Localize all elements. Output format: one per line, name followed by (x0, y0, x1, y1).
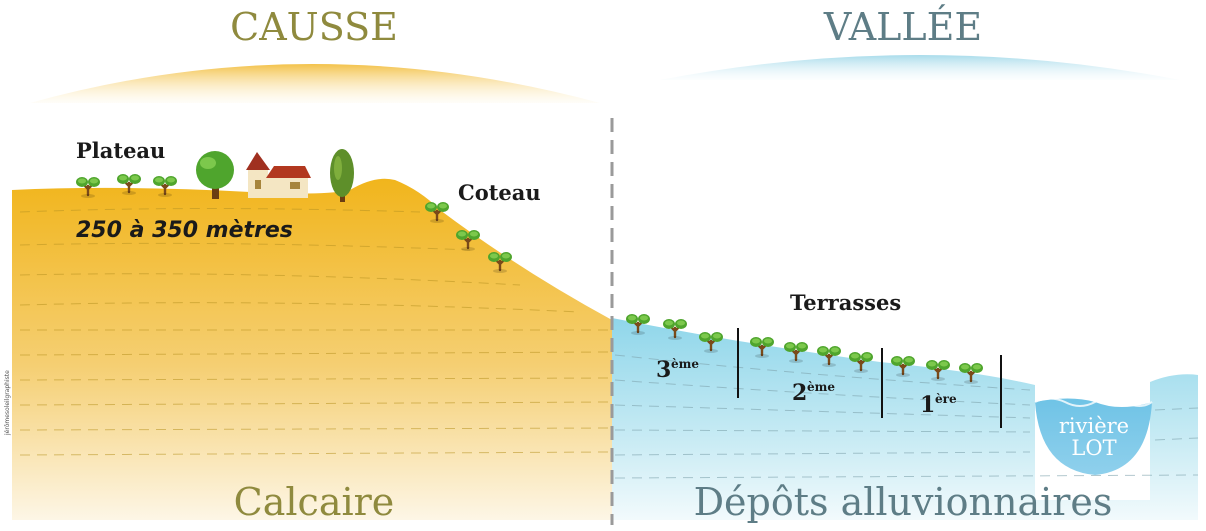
river-label-line2: LOT (1071, 436, 1116, 460)
river-label-line1: rivière (1059, 414, 1129, 438)
terrasses-label: Terrasses (790, 290, 901, 315)
river (1035, 398, 1152, 475)
cypress-icon (330, 149, 354, 202)
credit-text: jérômesoleilgraphiste (4, 370, 11, 436)
svg-text:ème: ème (807, 380, 835, 394)
vallee-title: VALLÉE (823, 5, 982, 49)
river-surface (1034, 397, 1153, 407)
svg-text:ère: ère (935, 392, 957, 406)
tree-icon (196, 151, 234, 199)
terrace-1: 1 ère (920, 392, 957, 418)
plateau-label: Plateau (76, 138, 165, 163)
house-icon (246, 152, 311, 198)
vallee-sky-arc (660, 55, 1180, 80)
terrace-2: 2 ème (792, 380, 835, 406)
vallee-bottom-label: Dépôts alluvionnaires (694, 480, 1113, 524)
coteau-label: Coteau (458, 180, 541, 205)
svg-text:ème: ème (671, 357, 699, 371)
causse-sky-arc (30, 64, 600, 103)
svg-text:3: 3 (656, 357, 671, 383)
causse-title: CAUSSE (230, 5, 398, 49)
altitude-label: 250 à 350 mètres (76, 218, 293, 243)
terrace-dividers (737, 328, 1002, 428)
vallee-landmass (612, 318, 1198, 520)
causse-bottom-label: Calcaire (234, 480, 395, 524)
causse-landmass (12, 178, 612, 520)
svg-text:2: 2 (792, 380, 807, 406)
vallee-strata (614, 354, 1199, 479)
svg-text:1: 1 (920, 392, 935, 418)
causse-strata (19, 208, 611, 456)
terrace-3: 3 ème (656, 357, 699, 383)
